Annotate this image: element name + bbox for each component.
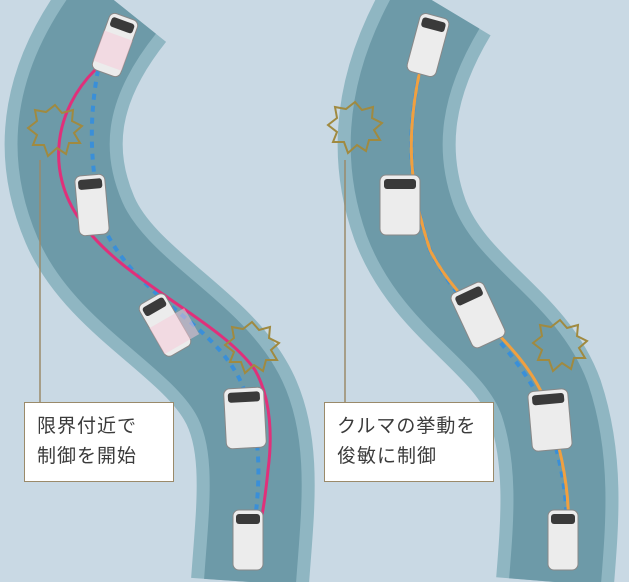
left-vehicle-5	[232, 509, 264, 571]
right-vehicle-3	[450, 281, 506, 349]
left-vehicle-3	[138, 293, 200, 357]
left-callout-line-1: 限界付近で	[37, 415, 138, 437]
left-callout: 限界付近で 制御を開始	[24, 402, 174, 482]
left-vehicle-2	[74, 173, 110, 237]
right-vehicle-5	[547, 509, 579, 571]
right-callout: クルマの挙動を 俊敏に制御	[324, 402, 494, 482]
left-burst-icon-bottom	[223, 320, 281, 375]
right-vehicle-2	[379, 174, 421, 236]
right-vehicle-4	[527, 388, 573, 452]
left-burst-icon-top	[26, 103, 84, 158]
right-burst-icon-bottom	[531, 318, 589, 373]
right-callout-line-1: クルマの挙動を	[337, 415, 477, 437]
left-vehicle-1	[91, 12, 139, 78]
right-vehicle-1	[406, 12, 450, 78]
left-controlled-path	[57, 68, 272, 531]
left-reference-path	[89, 69, 261, 541]
left-callout-line-2: 制御を開始	[37, 445, 138, 467]
right-callout-line-2: 俊敏に制御	[337, 445, 438, 467]
right-burst-icon-top	[326, 100, 384, 155]
left-vehicle-4	[223, 386, 267, 450]
